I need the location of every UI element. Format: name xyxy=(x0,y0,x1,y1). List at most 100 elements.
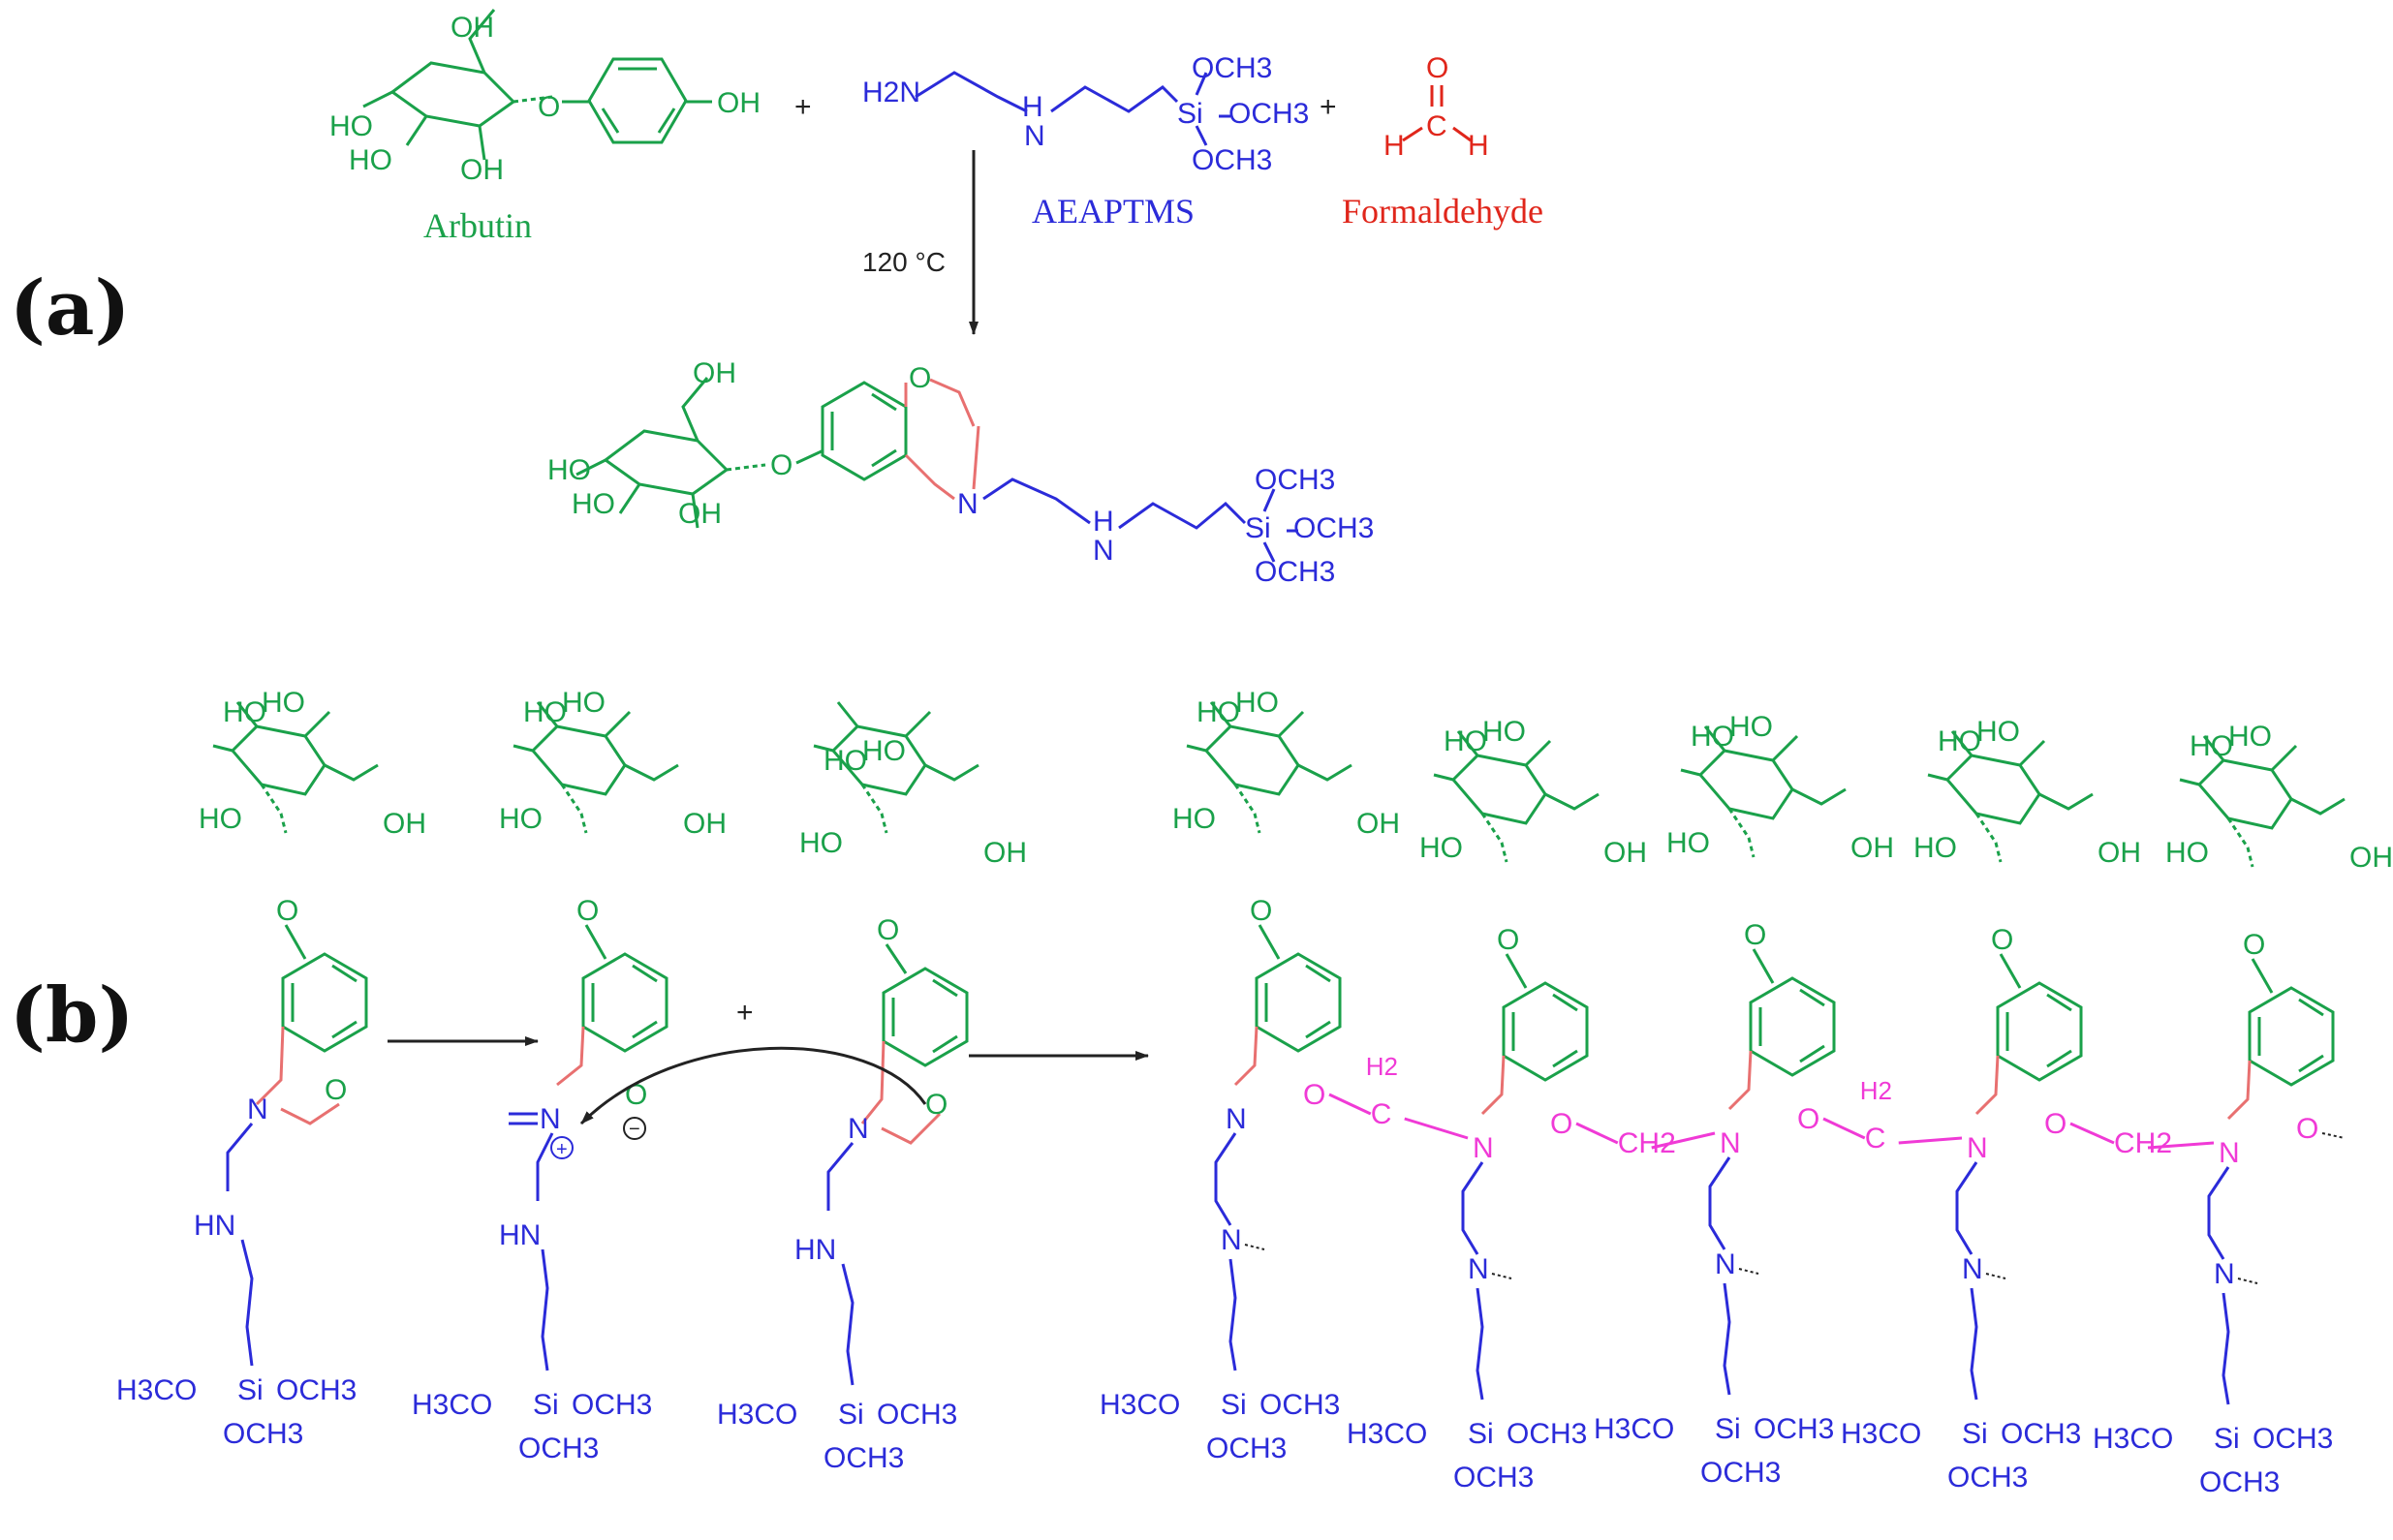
atom-label: OH xyxy=(451,12,494,44)
atom-label: N xyxy=(540,1103,561,1135)
atom-label: O xyxy=(2044,1108,2067,1140)
atom-label: OCH3 xyxy=(1507,1418,1587,1450)
atom-label: OCH3 xyxy=(2001,1418,2081,1450)
atom-label: OCH3 xyxy=(1228,98,1309,130)
atom-label: OH xyxy=(1603,837,1647,869)
atom-label: H xyxy=(1093,506,1114,538)
atom-label: OCH3 xyxy=(1192,52,1272,84)
aeaptms-structure: H2N N H Si OCH3 OCH3 OCH3 AEAPTMS xyxy=(862,52,1309,231)
atom-label: OCH3 xyxy=(1192,144,1272,176)
atom-label: O xyxy=(1426,52,1448,84)
atom-label: N xyxy=(1967,1132,1988,1164)
atom-label: HO xyxy=(1691,721,1734,753)
atom-label: HO xyxy=(2190,730,2233,762)
atom-label: H xyxy=(1022,91,1043,123)
atom-label: HO xyxy=(1172,803,1216,835)
atom-label: N xyxy=(1024,120,1045,152)
atom-label: HO xyxy=(1235,687,1279,719)
atom-label: OCH3 xyxy=(1206,1432,1287,1464)
benzoxazine-monomer: HO HO HO OH O N O HN Si H3CO OCH3 OCH3 xyxy=(116,687,426,1450)
nucleophilic-attack-arrow xyxy=(579,1046,927,1125)
atom-label: O xyxy=(1550,1108,1572,1140)
atom-label: OH xyxy=(717,87,761,119)
atom-label: OH xyxy=(678,498,722,530)
atom-label: CH2 xyxy=(2114,1127,2172,1159)
atom-label: HO xyxy=(2228,721,2272,753)
atom-label: N xyxy=(848,1113,869,1145)
atom-label: Si xyxy=(1221,1389,1247,1421)
panel-label-b: (b) xyxy=(10,971,134,1060)
ring-opened-intermediate: HO HO HO OH O N + O − HN Si H3CO OCH3 OC… xyxy=(412,687,727,1464)
formaldehyde-label: Formaldehyde xyxy=(1342,192,1543,231)
atom-label: HO xyxy=(2165,837,2209,869)
atom-label: O xyxy=(1303,1079,1325,1111)
atom-label: HN xyxy=(794,1234,836,1266)
atom-label: Si xyxy=(533,1389,559,1421)
atom-label: OCH3 xyxy=(1700,1457,1781,1489)
atom-label: H xyxy=(1468,130,1489,162)
atom-label: HO xyxy=(799,827,843,859)
atom-label: HO xyxy=(1913,832,1957,864)
benzoxazine-product: OH HO HO OH O O N N H Si OCH3 OCH3 OCH3 xyxy=(547,357,1374,588)
plus-sign: + xyxy=(736,997,754,1029)
atom-label: N xyxy=(247,1093,268,1125)
benzoxazine-monomer: HO HO HO OH O N O HN Si H3CO OCH3 OCH3 xyxy=(717,700,1027,1474)
atom-label: OCH3 xyxy=(1754,1413,1834,1445)
atom-label: O xyxy=(325,1074,347,1106)
atom-label: HO xyxy=(499,803,543,835)
atom-label: OCH3 xyxy=(1293,512,1374,544)
aeaptms-label: AEAPTMS xyxy=(1032,192,1195,231)
atom-label: N xyxy=(957,488,979,520)
atom-label: C xyxy=(1865,1123,1886,1155)
atom-label: N xyxy=(1221,1224,1242,1256)
atom-label: HO xyxy=(572,488,615,520)
atom-label: H2 xyxy=(1366,1052,1398,1081)
atom-label: Si xyxy=(1177,98,1203,130)
atom-label: OH xyxy=(383,808,426,840)
atom-label: H3CO xyxy=(1100,1389,1180,1421)
atom-label: N xyxy=(1715,1248,1736,1280)
atom-label: HO xyxy=(223,696,266,728)
atom-label: HO xyxy=(1729,711,1773,743)
atom-label: OCH3 xyxy=(824,1442,904,1474)
atom-label: OCH3 xyxy=(1255,556,1335,588)
atom-label: C xyxy=(1426,110,1447,142)
atom-label: OCH3 xyxy=(223,1418,303,1450)
plus-sign: + xyxy=(794,91,812,123)
atom-label: H2 xyxy=(1860,1076,1892,1105)
atom-label: H3CO xyxy=(717,1399,797,1431)
atom-label: HN xyxy=(194,1210,235,1242)
atom-label: O xyxy=(1497,924,1519,956)
atom-label: H3CO xyxy=(1347,1418,1427,1450)
atom-label: H3CO xyxy=(2093,1423,2173,1455)
atom-label: O xyxy=(1744,919,1766,951)
atom-label: OCH3 xyxy=(2199,1466,2280,1498)
atom-label: O xyxy=(2243,929,2265,961)
atom-label: HO xyxy=(262,687,305,719)
atom-label: O xyxy=(2296,1113,2318,1145)
atom-label: O xyxy=(877,914,899,946)
atom-label: C xyxy=(1371,1098,1392,1130)
atom-label: OH xyxy=(683,808,727,840)
atom-label: HO xyxy=(1976,716,2020,748)
atom-label: OH xyxy=(2098,837,2141,869)
atom-label: OH xyxy=(1356,808,1400,840)
arbutin-structure: OH HO HO OH O OH Arbutin xyxy=(329,8,761,245)
atom-label: Si xyxy=(2214,1423,2240,1455)
panel-label-a: (a) xyxy=(10,264,130,353)
formaldehyde-structure: O C H H Formaldehyde xyxy=(1342,52,1543,231)
atom-label: N xyxy=(2214,1258,2235,1290)
atom-label: H3CO xyxy=(1841,1418,1921,1450)
atom-label: H xyxy=(1383,130,1405,162)
atom-label: N xyxy=(1093,535,1114,567)
atom-label: N xyxy=(2219,1137,2240,1169)
atom-label: HO xyxy=(1482,716,1526,748)
atom-label: OH xyxy=(693,357,736,389)
atom-label: OH xyxy=(460,154,504,186)
atom-label: O xyxy=(925,1089,948,1121)
atom-label: HO xyxy=(1419,832,1463,864)
plus-sign: + xyxy=(1320,91,1337,123)
